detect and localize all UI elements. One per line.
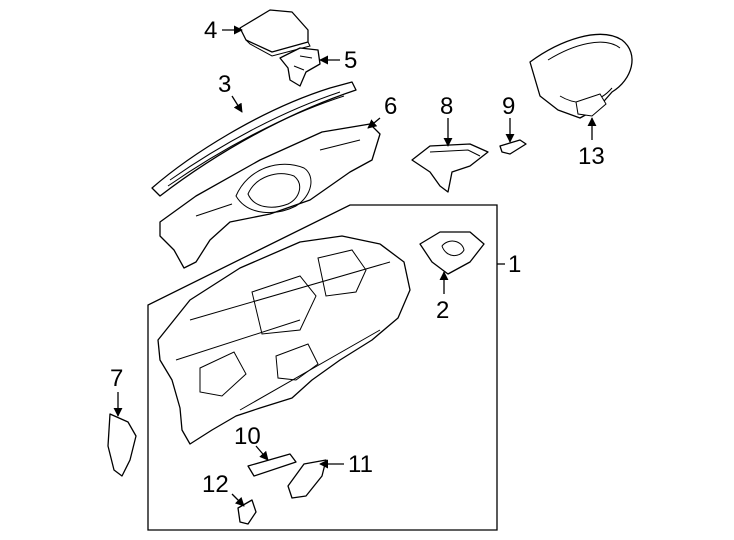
callout-13: 13: [578, 143, 605, 170]
callout-9: 9: [502, 93, 515, 120]
part-11-bracket[interactable]: [287, 459, 327, 499]
part-3-defroster-grille[interactable]: [151, 81, 357, 197]
callout-3: 3: [218, 71, 231, 98]
leader-12: [231, 493, 245, 507]
leader-3: [231, 95, 243, 113]
leader-10: [255, 445, 269, 461]
part-8-bracket[interactable]: [411, 143, 489, 193]
part-5-bracket[interactable]: [279, 47, 321, 87]
callout-7: 7: [110, 365, 123, 392]
part-1-panel-frame[interactable]: [157, 235, 411, 445]
part-4-cover[interactable]: [239, 9, 311, 57]
callout-12: 12: [202, 471, 229, 498]
leader-6: [367, 117, 381, 129]
part-6-top-trim[interactable]: [159, 123, 381, 269]
callout-10: 10: [234, 423, 261, 450]
part-2-bracket[interactable]: [419, 231, 485, 275]
part-13-airbag[interactable]: [529, 33, 633, 119]
part-10-trim-strip[interactable]: [247, 453, 297, 477]
callout-11: 11: [348, 451, 373, 478]
callout-6: 6: [384, 93, 397, 120]
callout-2: 2: [436, 297, 449, 324]
part-7-side-trim[interactable]: [107, 413, 137, 477]
callout-4: 4: [204, 17, 217, 44]
part-9-clip[interactable]: [499, 139, 527, 155]
callout-8: 8: [440, 93, 453, 120]
assembly-frame: [147, 204, 498, 531]
callout-1: 1: [508, 251, 521, 278]
callout-5: 5: [344, 47, 357, 74]
